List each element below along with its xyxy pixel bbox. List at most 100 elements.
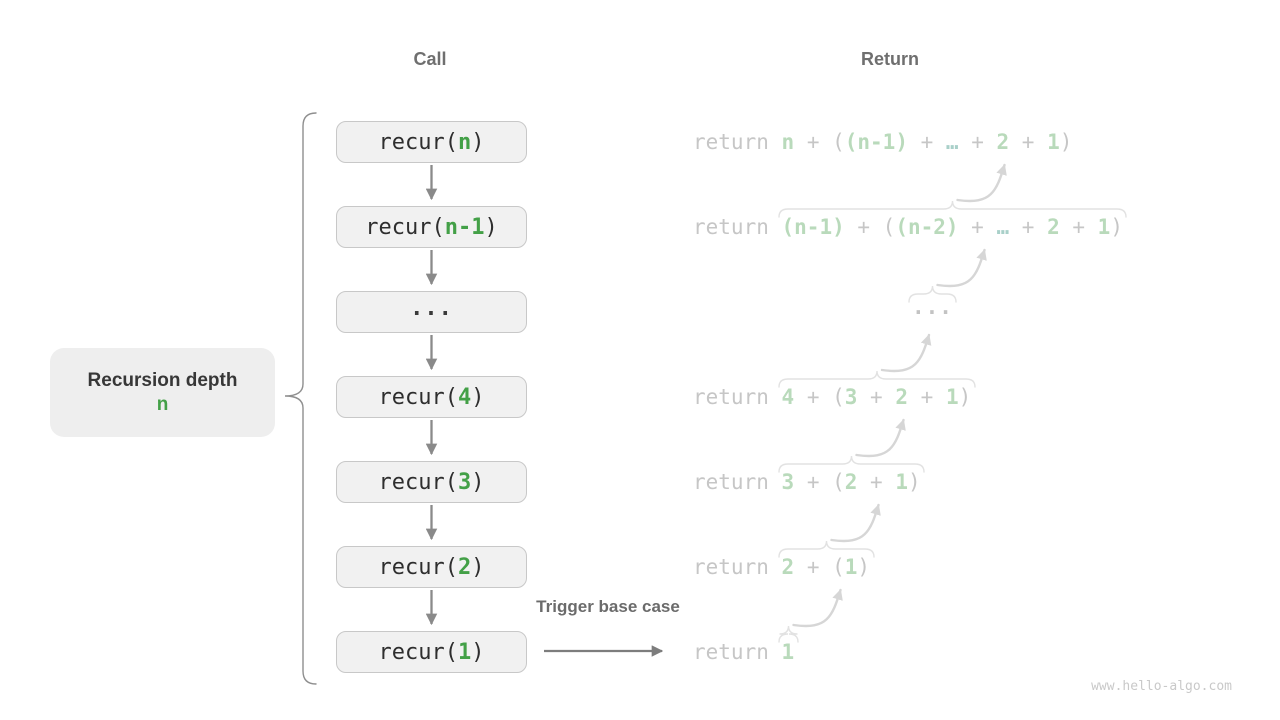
recursion-depth-brace <box>284 112 317 685</box>
call-box-text: ) <box>471 384 485 410</box>
call-box-text: 4 <box>457 384 472 410</box>
return-row-5: return 2 + (1) <box>693 554 870 580</box>
call-box-text: ) <box>471 639 485 665</box>
return-expression: 1 <box>782 640 795 664</box>
return-row-4: return 3 + (2 + 1) <box>693 469 921 495</box>
call-box-text: ) <box>471 469 485 495</box>
return-row-2: ... <box>912 295 953 325</box>
return-flow-arrow-4 <box>855 418 906 458</box>
expression-token: (n-2) <box>895 215 959 239</box>
call-box-text: 1 <box>457 639 472 665</box>
call-box-2: ... <box>336 291 527 333</box>
call-column-header: Call <box>413 49 447 69</box>
expression-token: 1 <box>1097 215 1111 239</box>
call-box-text: ) <box>471 129 485 155</box>
return-expression: ... <box>912 295 953 324</box>
expression-token: 4 <box>781 385 795 409</box>
expression-token: + ( <box>794 555 845 579</box>
call-box-0: recur(n) <box>336 121 527 163</box>
expression-token: + <box>857 385 896 409</box>
expression-token: ) <box>908 470 921 494</box>
expression-token: + <box>907 130 946 154</box>
expression-token: + ( <box>844 215 896 239</box>
expression-token: ) <box>1110 215 1123 239</box>
expression-token: ) <box>958 385 972 409</box>
expression-token: 1 <box>895 470 908 494</box>
expression-token: + ( <box>794 470 845 494</box>
return-expression: 4 + (3 + 2 + 1) <box>782 385 972 409</box>
call-box-4: recur(3) <box>336 461 527 503</box>
expression-token: ) <box>1059 130 1073 154</box>
call-box-5: recur(2) <box>336 546 527 588</box>
expression-token: 2 <box>1047 215 1060 239</box>
call-box-text: recur( <box>378 129 458 155</box>
expression-token: 3 <box>844 385 858 409</box>
expression-token: + <box>958 130 997 154</box>
return-row-6: return 1 <box>693 639 794 665</box>
call-box-1: recur(n-1) <box>336 206 527 248</box>
expression-token: 2 <box>996 130 1010 154</box>
expression-token: n <box>781 130 795 154</box>
expression-token: 1 <box>945 385 959 409</box>
return-expression: 2 + (1) <box>782 555 871 579</box>
expression-token: + <box>1009 215 1048 239</box>
return-flow-arrow-5 <box>830 503 881 543</box>
return-flow-arrow-1 <box>956 163 1007 203</box>
recursion-depth-title: Recursion depth <box>87 370 238 391</box>
call-box-3: recur(4) <box>336 376 527 418</box>
call-box-text: n-1 <box>444 214 485 240</box>
expression-token: ) <box>857 555 871 579</box>
trigger-base-case-label: Trigger base case <box>536 597 680 616</box>
expression-token: 1 <box>781 640 795 664</box>
return-row-1: return (n-1) + ((n-2) + … + 2 + 1) <box>693 214 1123 240</box>
call-box-text: recur( <box>378 384 458 410</box>
expression-token: + <box>857 470 896 494</box>
return-keyword: return <box>693 215 782 239</box>
call-box-text: n <box>457 129 472 155</box>
expression-token: + <box>1009 130 1048 154</box>
return-keyword: return <box>693 640 782 664</box>
call-box-text: 2 <box>457 554 472 580</box>
return-column-header: Return <box>861 49 919 69</box>
return-keyword: return <box>693 555 782 579</box>
watermark-text: www.hello-algo.com <box>1091 679 1232 694</box>
expression-token: … <box>945 130 959 154</box>
call-box-text: ) <box>484 214 498 240</box>
expression-token: 2 <box>781 555 795 579</box>
expression-token: ... <box>912 295 953 319</box>
expression-token: + <box>1059 215 1098 239</box>
return-expression: 3 + (2 + 1) <box>782 470 921 494</box>
return-keyword: return <box>693 385 782 409</box>
call-box-text: ... <box>410 295 453 321</box>
call-box-text: recur( <box>378 639 458 665</box>
return-flow-arrow-2 <box>936 248 987 288</box>
expression-token: 3 <box>781 470 795 494</box>
expression-token: (n-1) <box>844 130 908 154</box>
return-expression: (n-1) + ((n-2) + … + 2 + 1) <box>782 215 1123 239</box>
call-box-text: recur( <box>378 554 458 580</box>
call-box-text: recur( <box>365 214 445 240</box>
return-expression: n + ((n-1) + … + 2 + 1) <box>782 130 1073 154</box>
call-box-text: 3 <box>457 469 472 495</box>
return-keyword: return <box>693 470 782 494</box>
expression-token: + <box>908 385 946 409</box>
expression-token: (n-1) <box>781 215 845 239</box>
return-flow-arrow-3 <box>880 333 932 373</box>
expression-token: + <box>958 215 997 239</box>
call-box-text: ) <box>471 554 485 580</box>
expression-token: 2 <box>895 385 908 409</box>
expression-token: 1 <box>844 555 858 579</box>
expression-token: 2 <box>844 470 858 494</box>
expression-token: + ( <box>794 385 845 409</box>
call-box-6: recur(1) <box>336 631 527 673</box>
recursion-depth-value: n <box>156 394 169 415</box>
return-row-0: return n + ((n-1) + … + 2 + 1) <box>693 129 1072 155</box>
return-flow-arrow-6 <box>792 588 843 628</box>
call-box-text: recur( <box>378 469 458 495</box>
expression-token: 1 <box>1047 130 1060 154</box>
expression-token: + ( <box>794 130 845 154</box>
recursion-depth-label-box: Recursion depth n <box>50 348 275 437</box>
expression-token: … <box>996 215 1010 239</box>
return-row-3: return 4 + (3 + 2 + 1) <box>693 384 971 410</box>
